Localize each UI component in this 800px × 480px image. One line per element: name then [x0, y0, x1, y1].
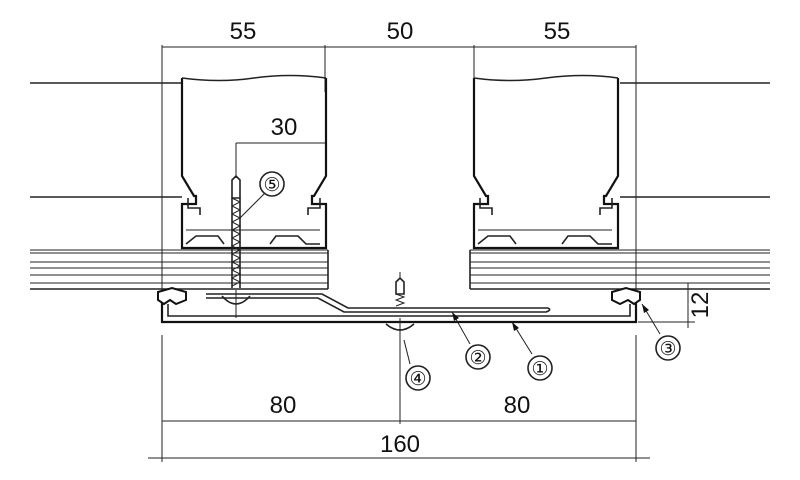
flashing-plate-2 — [206, 293, 551, 313]
right-board-layers — [470, 249, 770, 290]
callout-4-label: ④ — [409, 369, 426, 390]
dim-top-right: 55 — [544, 18, 571, 45]
dim-height: 12 — [687, 292, 714, 319]
screw-4 — [385, 272, 415, 340]
dimension-extension-lines — [161, 45, 637, 462]
dim-bottom-left: 80 — [270, 392, 297, 419]
cover-profile-1 — [157, 286, 641, 324]
left-board-layers — [30, 249, 328, 290]
leader-lines — [239, 192, 661, 365]
right-wall-panels — [620, 82, 770, 198]
dim-top-left: 55 — [230, 18, 257, 45]
right-stud-channel — [472, 74, 620, 250]
dim-overall: 160 — [380, 431, 420, 458]
dim-bottom-right: 80 — [504, 392, 531, 419]
dim-screw-offset: 30 — [271, 114, 298, 141]
callout-2-label: ② — [469, 348, 486, 369]
leader-arrowheads — [452, 304, 649, 331]
screw-offset-dimension — [235, 142, 326, 178]
left-wall-panels — [30, 82, 182, 198]
left-stud-channel — [180, 74, 328, 250]
callout-1: ① — [527, 355, 553, 381]
board-edges — [327, 250, 471, 289]
callout-1-label: ① — [531, 359, 548, 380]
callout-4: ④ — [405, 365, 431, 391]
callout-5: ⑤ — [259, 171, 285, 197]
callout-3: ③ — [655, 335, 681, 361]
dim-top-middle: 50 — [387, 18, 414, 45]
callout-5-label: ⑤ — [263, 175, 280, 196]
callout-2: ② — [465, 344, 491, 370]
callout-3-label: ③ — [659, 339, 676, 360]
